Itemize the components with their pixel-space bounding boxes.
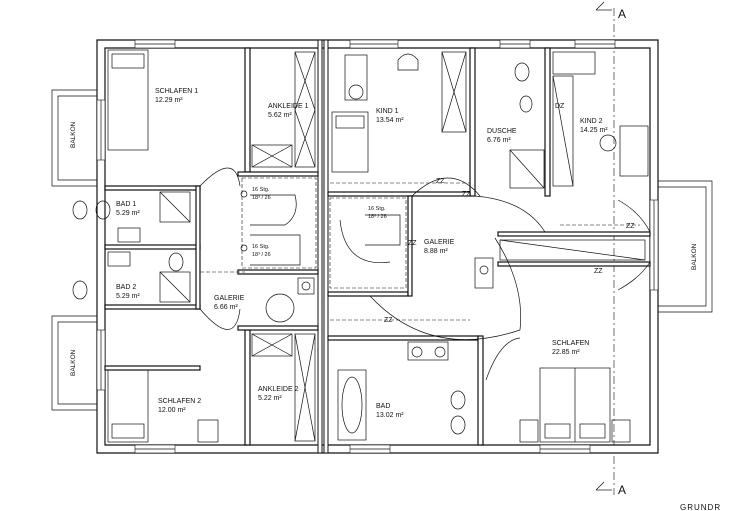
room-area-kind-2: 14.25 m²	[580, 127, 608, 134]
room-name-schlafen-2: SCHLAFEN 2	[158, 398, 201, 405]
room-name-galerie-left: GALERIE	[214, 295, 245, 302]
stair-steps-left-a: 16 Stg.	[252, 187, 270, 193]
section-marker-bottom: A	[595, 481, 626, 497]
room-area-ankleide-2: 5.22 m²	[258, 395, 282, 402]
galerie-right-furniture	[369, 199, 651, 340]
zz-label: ZZ	[384, 317, 393, 324]
room-area-bad: 13.02 m²	[376, 412, 404, 419]
wardrobe-ankleide-1	[251, 51, 316, 168]
interior-walls-left	[104, 47, 319, 446]
room-name-bad-1: BAD 1	[116, 201, 136, 208]
room-name-kind-1: KIND 1	[376, 108, 399, 115]
plan-title: GRUNDR	[680, 503, 721, 511]
zz-label: ZZ	[594, 268, 603, 275]
dz-label: DZ	[555, 103, 565, 110]
windows	[96, 39, 659, 454]
room-area-bad-1: 5.29 m²	[116, 210, 140, 217]
section-marker-top: A	[595, 1, 626, 21]
zz-label: ZZ	[408, 240, 417, 247]
room-area-dusche: 6.76 m²	[487, 137, 511, 144]
balcony-left-bottom: BALKON	[51, 315, 97, 411]
balcony-left-top: BALKON	[51, 89, 97, 187]
exterior-wall	[96, 39, 659, 454]
room-area-kind-1: 13.54 m²	[376, 117, 404, 124]
bath2-fixtures	[72, 251, 191, 303]
zz-label: ZZ	[436, 178, 445, 185]
stair-dim-left-b: 18³ / 26	[252, 252, 271, 258]
room-area-schlafen: 22.85 m²	[552, 349, 580, 356]
room-area-bad-2: 5.29 m²	[116, 293, 140, 300]
room-name-bad: BAD	[376, 403, 390, 410]
room-name-ankleide-1: ANKLEIDE 1	[268, 103, 309, 110]
room-name-kind-2: KIND 2	[580, 118, 603, 125]
room-area-ankleide-1: 5.62 m²	[268, 112, 292, 119]
bed-schlafen-2	[107, 369, 219, 443]
balcony-label: BALKON	[691, 243, 698, 270]
section-label-top: A	[618, 7, 626, 21]
zz-label: ZZ	[462, 191, 471, 198]
stair-labels: 16 Stg. 18³ / 26 16 Stg. 18³ / 26 16 Stg…	[252, 187, 387, 258]
room-name-bad-2: BAD 2	[116, 284, 136, 291]
zz-markers: ZZ ZZ ZZ ZZ ZZ ZZ DZ	[200, 103, 640, 324]
balcony-right: BALKON	[658, 180, 713, 313]
room-area-galerie-right: 8.88 m²	[424, 248, 448, 255]
kind1-furniture	[331, 51, 467, 173]
party-wall	[317, 39, 329, 454]
room-name-ankleide-2: ANKLEIDE 2	[258, 386, 299, 393]
stair-steps-right: 16 Stg.	[368, 206, 386, 212]
room-name-schlafen-1: SCHLAFEN 1	[155, 88, 198, 95]
interior-walls-right	[327, 47, 651, 446]
room-area-schlafen-2: 12.00 m²	[158, 407, 186, 414]
section-label-bottom: A	[618, 483, 626, 497]
bed-schlafen-1	[107, 49, 149, 151]
room-name-schlafen: SCHLAFEN	[552, 340, 589, 347]
room-name-dusche: DUSCHE	[487, 128, 517, 135]
balcony-label: BALKON	[70, 349, 77, 376]
room-area-galerie-left: 6.66 m²	[214, 304, 238, 311]
room-labels: SCHLAFEN 1 12.29 m² ANKLEIDE 1 5.62 m² K…	[116, 88, 608, 419]
bath1-fixtures	[72, 191, 191, 243]
room-name-galerie-right: GALERIE	[424, 239, 455, 246]
wardrobe-ankleide-2	[251, 333, 316, 442]
bed-schlafen	[485, 337, 631, 443]
balcony-label: BALKON	[70, 121, 77, 148]
stair-dim-right: 18³ / 26	[368, 214, 387, 220]
stair-right	[329, 177, 546, 289]
shower-fixtures	[509, 62, 545, 189]
galerie-left-furniture	[265, 277, 315, 323]
zz-label: ZZ	[626, 223, 635, 230]
stair-left	[199, 167, 317, 330]
stair-steps-left-b: 16 Stg.	[252, 244, 270, 250]
kind2-furniture	[552, 51, 649, 187]
bath-fixtures	[337, 341, 466, 441]
stair-dim-left-a: 18³ / 26	[252, 195, 271, 201]
room-area-schlafen-1: 12.29 m²	[155, 97, 183, 104]
